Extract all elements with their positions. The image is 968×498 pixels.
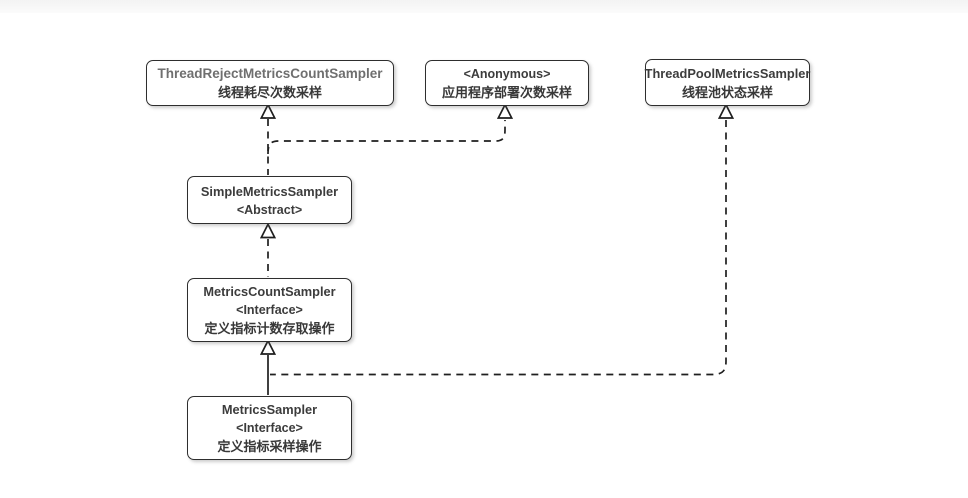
node-thread-pool-metrics-sampler: ThreadPoolMetricsSampler 线程池状态采样 bbox=[645, 59, 810, 106]
hollow-triangle-arrowhead-thread-reject bbox=[259, 102, 277, 119]
node-title: MetricsCountSampler bbox=[203, 284, 336, 299]
node-subtitle: 线程耗尽次数采样 bbox=[217, 85, 322, 100]
node-stereotype: <Abstract> bbox=[236, 202, 303, 217]
node-title: <Anonymous> bbox=[463, 66, 551, 81]
node-subtitle: 线程池状态采样 bbox=[681, 84, 773, 100]
hollow-triangle-arrowhead-thread-pool bbox=[717, 102, 735, 119]
node-anonymous: <Anonymous> 应用程序部署次数采样 bbox=[425, 60, 589, 106]
node-metrics-count-sampler: MetricsCountSampler <Interface> 定义指标计数存取… bbox=[187, 278, 352, 342]
page-top-strip bbox=[0, 0, 968, 13]
node-title: ThreadRejectMetricsCountSampler bbox=[157, 66, 383, 81]
hollow-triangle-arrowhead-anonymous bbox=[496, 102, 514, 119]
node-subtitle: 应用程序部署次数采样 bbox=[441, 84, 572, 100]
node-stereotype: <Interface> bbox=[236, 421, 303, 435]
node-description: 定义指标采样操作 bbox=[217, 439, 322, 454]
node-thread-reject-metrics-count-sampler: ThreadRejectMetricsCountSampler 线程耗尽次数采样 bbox=[146, 60, 394, 106]
node-stereotype: <Interface> bbox=[236, 303, 303, 317]
node-simple-metrics-sampler: SimpleMetricsSampler <Abstract> bbox=[187, 176, 352, 224]
hollow-triangle-arrowhead-metrics-count bbox=[259, 338, 277, 355]
node-title: MetricsSampler bbox=[221, 402, 318, 417]
node-metrics-sampler: MetricsSampler <Interface> 定义指标采样操作 bbox=[187, 396, 352, 460]
edge-metrics-sampler-to-thread-pool bbox=[270, 120, 727, 376]
hollow-triangle-arrowhead-simple bbox=[259, 222, 277, 239]
edge-simple-to-anonymous bbox=[267, 120, 506, 155]
node-title: SimpleMetricsSampler bbox=[200, 183, 339, 199]
node-title: ThreadPoolMetricsSampler bbox=[644, 65, 811, 81]
node-description: 定义指标计数存取操作 bbox=[204, 321, 335, 336]
